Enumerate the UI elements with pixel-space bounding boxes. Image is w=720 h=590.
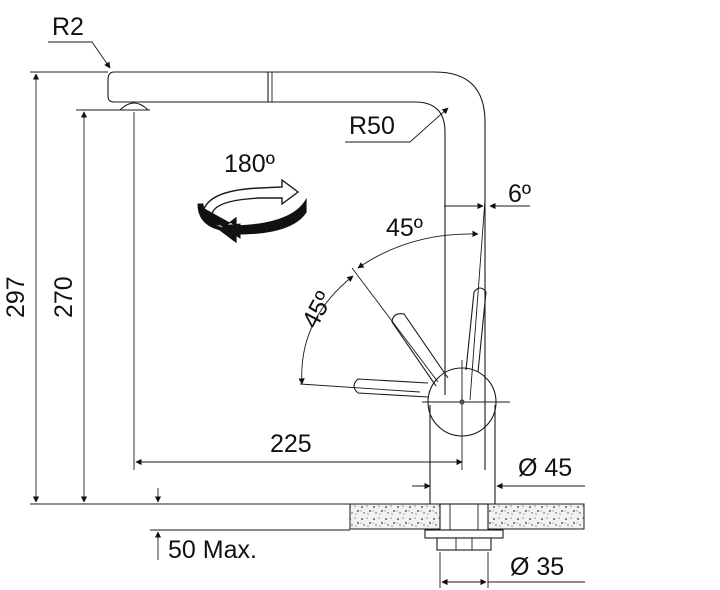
- dimension-labels: R2 R50 180º 6º 45º 45º 297 270 225 Ø 45 …: [2, 13, 572, 581]
- label-rotation: 180º: [224, 150, 275, 178]
- lever-horizontal: [353, 378, 429, 398]
- countertop-right: [487, 503, 585, 530]
- lever-vertical: [465, 287, 487, 373]
- rotation-symbol: [197, 178, 307, 244]
- label-225: 225: [270, 430, 312, 458]
- fixing-nut: [436, 537, 492, 551]
- arc-45-upper: [357, 230, 479, 269]
- mounting-shank: [439, 503, 489, 531]
- label-297: 297: [2, 276, 30, 318]
- rotation-arrow-back: [202, 178, 300, 215]
- dimension-lines: [30, 41, 585, 588]
- spout-outer-edge: [114, 71, 486, 470]
- spout-tip: [107, 71, 128, 103]
- label-6deg: 6º: [508, 180, 531, 208]
- faucet-body: [107, 71, 510, 508]
- label-dia-45: Ø 45: [518, 454, 572, 482]
- six-deg-ref: [469, 199, 486, 401]
- label-270: 270: [50, 276, 78, 318]
- r2-leader: [48, 41, 111, 69]
- label-50-max: 50 Max.: [168, 536, 257, 564]
- r50-leader: [345, 107, 449, 143]
- spout-inner-edge: [128, 101, 446, 395]
- countertop-left: [349, 503, 441, 530]
- label-dia-35: Ø 35: [510, 553, 564, 581]
- label-r2: R2: [52, 13, 84, 41]
- countertop-section: [30, 503, 585, 551]
- lever-h-ref-line: [299, 383, 421, 393]
- aerator: [118, 102, 150, 111]
- arc-45-lower: [298, 275, 354, 385]
- label-45-upper: 45º: [386, 214, 423, 242]
- fixing-washer: [424, 529, 504, 539]
- lever-45: [391, 313, 449, 387]
- label-45-lower: 45º: [297, 287, 339, 333]
- rotation-arrow-front: [199, 197, 307, 244]
- lever-45-ref-line: [351, 267, 439, 383]
- label-r50: R50: [349, 112, 395, 140]
